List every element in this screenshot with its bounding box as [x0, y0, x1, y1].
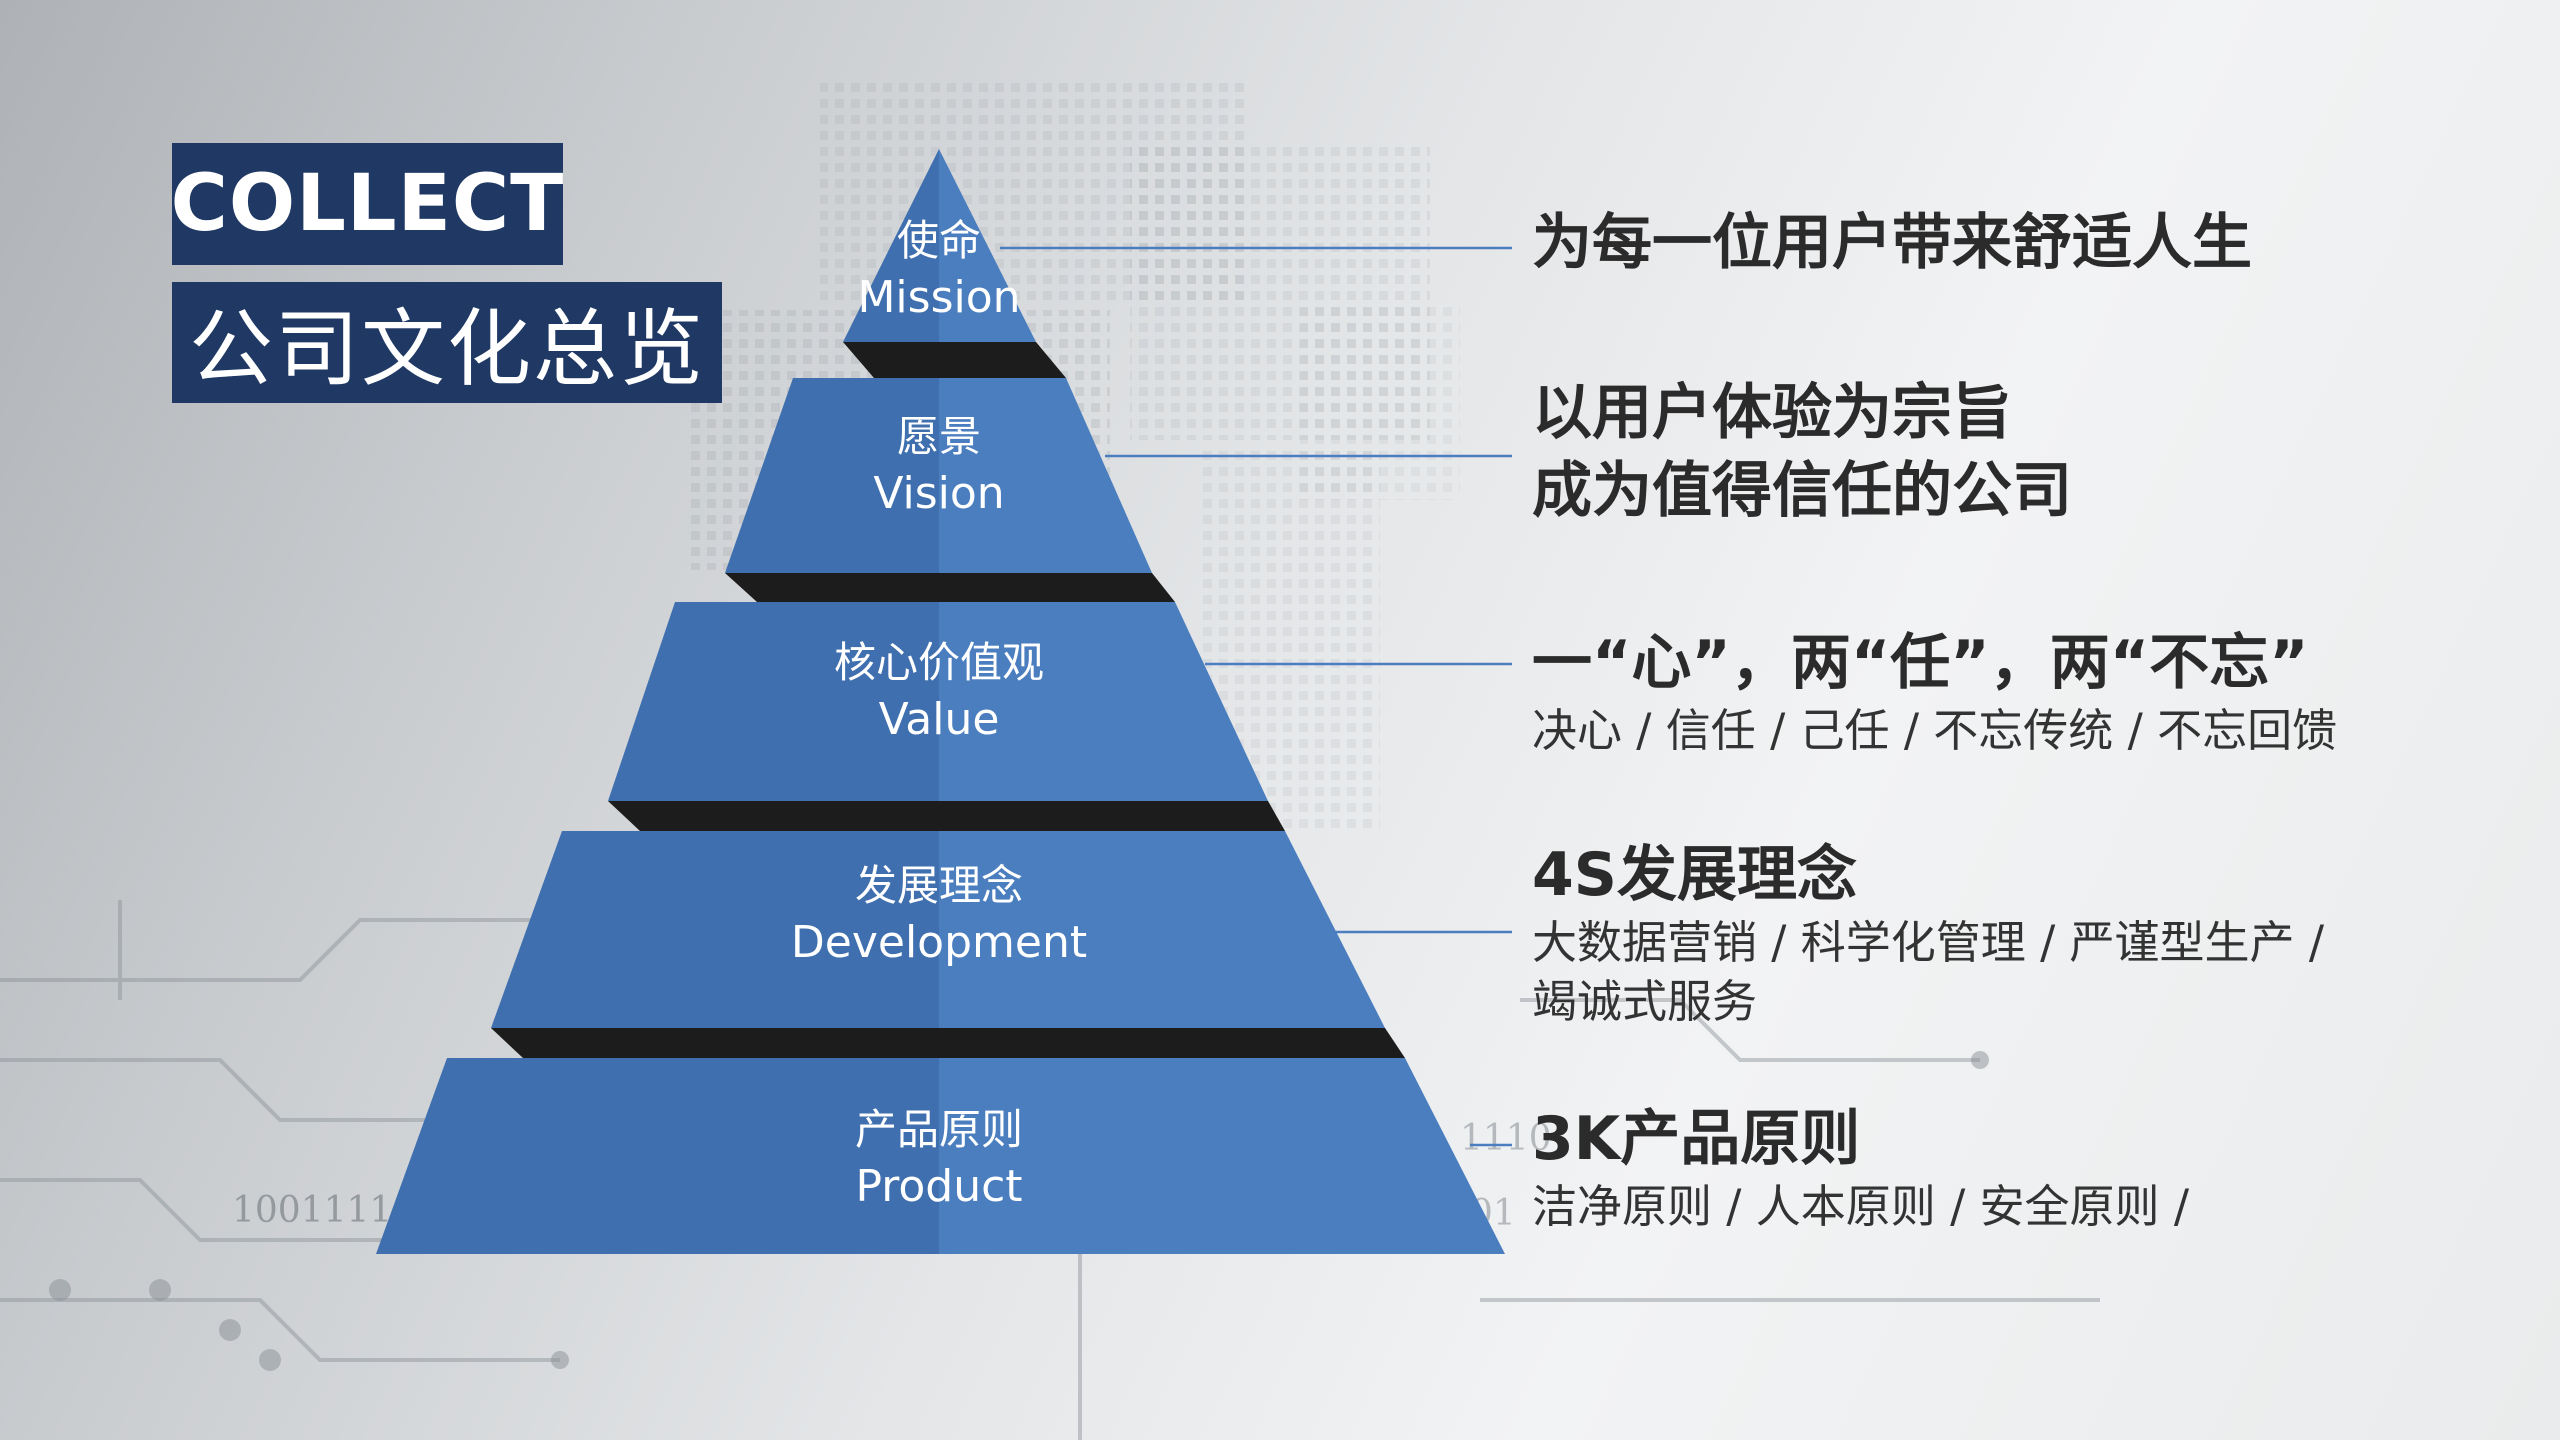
bg-binary-2: 1110	[1460, 1118, 1552, 1159]
title-chinese: 公司文化总览	[172, 282, 722, 403]
bg-binary-1: 1001111	[232, 1190, 392, 1231]
tier-mission-cn: 使命	[896, 216, 981, 265]
desc-vision-heading-1: 以用户体验为宗旨	[1532, 378, 2012, 448]
tier-label-product: 产品原则 Product	[739, 1103, 1139, 1215]
desc-vision-heading-2: 成为值得信任的公司	[1532, 456, 2072, 526]
tier-band-2	[725, 573, 1175, 602]
tier-product-en: Product	[855, 1160, 1023, 1212]
tier-development-en: Development	[790, 916, 1088, 968]
tier-value-en: Value	[878, 693, 1000, 745]
desc-development-details-1: 大数据营销 / 科学化管理 / 严谨型生产 /	[1532, 916, 2325, 969]
tier-label-value: 核心价值观 Value	[739, 636, 1139, 748]
desc-development-heading: 4S发展理念	[1532, 840, 1857, 910]
desc-vision: 以用户体验为宗旨 成为值得信任的公司	[1532, 374, 2072, 530]
desc-development-details-2: 竭诚式服务	[1532, 974, 1758, 1028]
desc-value-heading: 一“心”，两“任”，两“不忘”	[1532, 628, 2309, 698]
tier-mission-en: Mission	[857, 271, 1021, 323]
tier-band-1	[843, 342, 1066, 378]
desc-product-heading: 3K产品原则	[1532, 1104, 1861, 1174]
tier-value	[608, 602, 1268, 801]
tier-band-4	[491, 1028, 1405, 1058]
tier-development-cn: 发展理念	[854, 861, 1023, 910]
tier-vision	[725, 378, 1152, 573]
desc-mission: 为每一位用户带来舒适人生	[1532, 204, 2252, 282]
desc-value-details: 决心 / 信任 / 己任 / 不忘传统 / 不忘回馈	[1532, 704, 2338, 757]
desc-product: 3K产品原则 洁净原则 / 人本原则 / 安全原则 /	[1532, 1100, 2189, 1237]
tier-vision-cn: 愿景	[896, 412, 981, 461]
desc-development: 4S发展理念 大数据营销 / 科学化管理 / 严谨型生产 / 竭诚式服务	[1532, 836, 2324, 1031]
desc-mission-heading: 为每一位用户带来舒适人生	[1532, 208, 2252, 278]
tier-product	[376, 1058, 1505, 1254]
title-english: COLLECT	[171, 143, 563, 265]
tier-product-cn: 产品原则	[854, 1105, 1023, 1154]
tier-development	[491, 831, 1385, 1028]
desc-product-details: 洁净原则 / 人本原则 / 安全原则 /	[1532, 1180, 2190, 1233]
desc-value: 一“心”，两“任”，两“不忘” 决心 / 信任 / 己任 / 不忘传统 / 不忘…	[1532, 624, 2337, 761]
tier-label-vision: 愿景 Vision	[789, 410, 1089, 522]
tier-mission	[843, 149, 1036, 342]
tier-label-mission: 使命 Mission	[839, 214, 1039, 326]
tier-label-development: 发展理念 Development	[689, 859, 1189, 971]
tier-vision-en: Vision	[873, 467, 1005, 519]
tier-band-3	[608, 801, 1285, 831]
tier-value-cn: 核心价值观	[833, 638, 1044, 687]
